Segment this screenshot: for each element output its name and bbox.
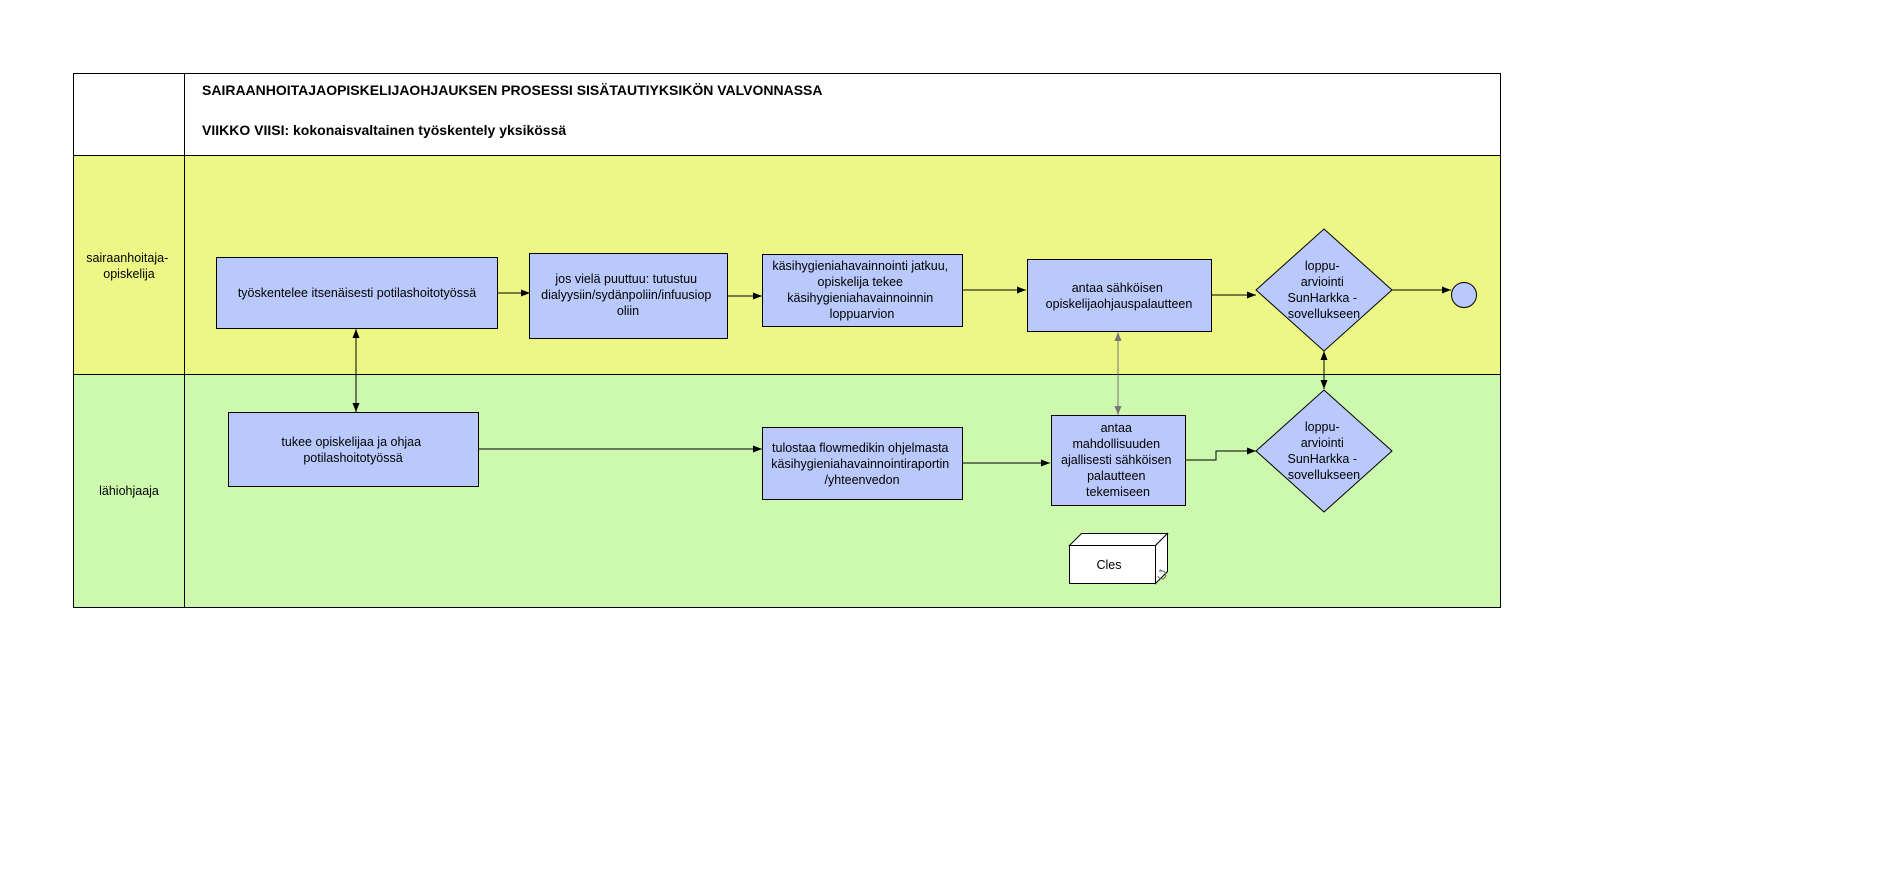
task-label: antaa mahdollisuuden ajallisesti sähköis… <box>1061 421 1175 499</box>
decision-label-line: arviointi <box>1301 436 1344 450</box>
task-label-line: opiskelija tekee <box>818 275 904 289</box>
lane-student-label: sairaanhoitaja- opiskelija <box>86 251 171 281</box>
connector <box>1186 447 1256 461</box>
decision-label: loppu- arviointi SunHarkka - sovelluksee… <box>1288 420 1361 482</box>
task-label-line: oliin <box>617 304 639 318</box>
task-label-line: /yhteenvedon <box>824 473 899 487</box>
task-label-line: antaa sähköisen <box>1072 281 1163 295</box>
task-label-line: tulostaa flowmedikin ohjelmasta <box>772 441 949 455</box>
decision-label-line: sovellukseen <box>1288 307 1360 321</box>
task-label-line: antaa <box>1101 421 1132 435</box>
task-label-line: palautteen <box>1087 469 1145 483</box>
decision-label-line: loppu- <box>1305 420 1340 434</box>
task-label-line: käsihygieniahavainnointi jatkuu, <box>772 259 948 273</box>
end-event <box>1451 282 1477 308</box>
decision-label-line: SunHarkka - <box>1288 452 1357 466</box>
task-label: antaa sähköisen opiskelijaohjauspalautte… <box>1046 281 1193 311</box>
task-student-feedback: antaa sähköisen opiskelijaohjauspalautte… <box>1027 259 1212 332</box>
task-label-line: loppuarvion <box>830 307 895 321</box>
lane-label-line: opiskelija <box>103 267 154 281</box>
task-label: tukee opiskelijaa ja ohjaa potilashoitot… <box>281 435 424 465</box>
task-label-line: käsihygieniahavainnointiraportin <box>771 457 949 471</box>
task-get-acquainted: jos vielä puuttuu: tutustuu dialyysiin/s… <box>529 253 728 339</box>
task-label-line: opiskelijaohjauspalautteen <box>1046 297 1193 311</box>
task-print-report: tulostaa flowmedikin ohjelmasta käsihygi… <box>762 427 963 500</box>
task-label: tulostaa flowmedikin ohjelmasta käsihygi… <box>771 441 952 487</box>
task-label-line: mahdollisuuden <box>1072 437 1160 451</box>
decision-label-line: loppu- <box>1305 259 1340 273</box>
header: SAIRAANHOITAJAOPISKELIJAOHJAUKSEN PROSES… <box>73 73 1501 156</box>
lane-supervisor-label: lähiohjaaja <box>99 484 159 498</box>
task-label-line: käsihygieniahavainnoinnin <box>787 291 933 305</box>
task-label: käsihygieniahavainnointi jatkuu, opiskel… <box>772 259 951 321</box>
connectors <box>352 286 1451 467</box>
task-label-line: jos vielä puuttuu: tutustuu <box>554 272 697 286</box>
task-works-independently: työskentelee itsenäisesti potilashoitoty… <box>216 257 498 329</box>
decision-final-assessment-supervisor: loppu- arviointi SunHarkka - sovelluksee… <box>1255 389 1393 513</box>
system-node-cles: Cles <box>1068 532 1169 585</box>
task-label-line: tekemiseen <box>1086 485 1150 499</box>
task-support-student: tukee opiskelijaa ja ohjaa potilashoitot… <box>228 412 479 487</box>
task-allow-feedback-time: antaa mahdollisuuden ajallisesti sähköis… <box>1051 415 1186 506</box>
task-label-line: potilashoitotyössä <box>303 451 402 465</box>
system-label: Cles <box>1096 558 1121 572</box>
refresh-icon <box>1157 570 1167 580</box>
page-title: SAIRAANHOITAJAOPISKELIJAOHJAUKSEN PROSES… <box>202 82 822 98</box>
task-label: työskentelee itsenäisesti potilashoitoty… <box>238 286 476 300</box>
decision-label: loppu- arviointi SunHarkka - sovelluksee… <box>1288 259 1361 321</box>
decision-final-assessment-student: loppu- arviointi SunHarkka - sovelluksee… <box>1255 228 1393 352</box>
task-label-line: ajallisesti sähköisen <box>1061 453 1172 467</box>
decision-label-line: SunHarkka - <box>1288 291 1357 305</box>
task-label: jos vielä puuttuu: tutustuu dialyysiin/s… <box>541 272 715 318</box>
page-subtitle: VIIKKO VIISI: kokonaisvaltainen työskent… <box>202 122 566 138</box>
task-hand-hygiene-final: käsihygieniahavainnointi jatkuu, opiskel… <box>762 254 963 327</box>
task-label-line: tukee opiskelijaa ja ohjaa <box>281 435 421 449</box>
decision-label-line: sovellukseen <box>1288 468 1360 482</box>
task-label-line: dialyysiin/sydänpoliin/infuusiop <box>541 288 711 302</box>
decision-label-line: arviointi <box>1301 275 1344 289</box>
lane-label-line: sairaanhoitaja- <box>86 251 168 265</box>
